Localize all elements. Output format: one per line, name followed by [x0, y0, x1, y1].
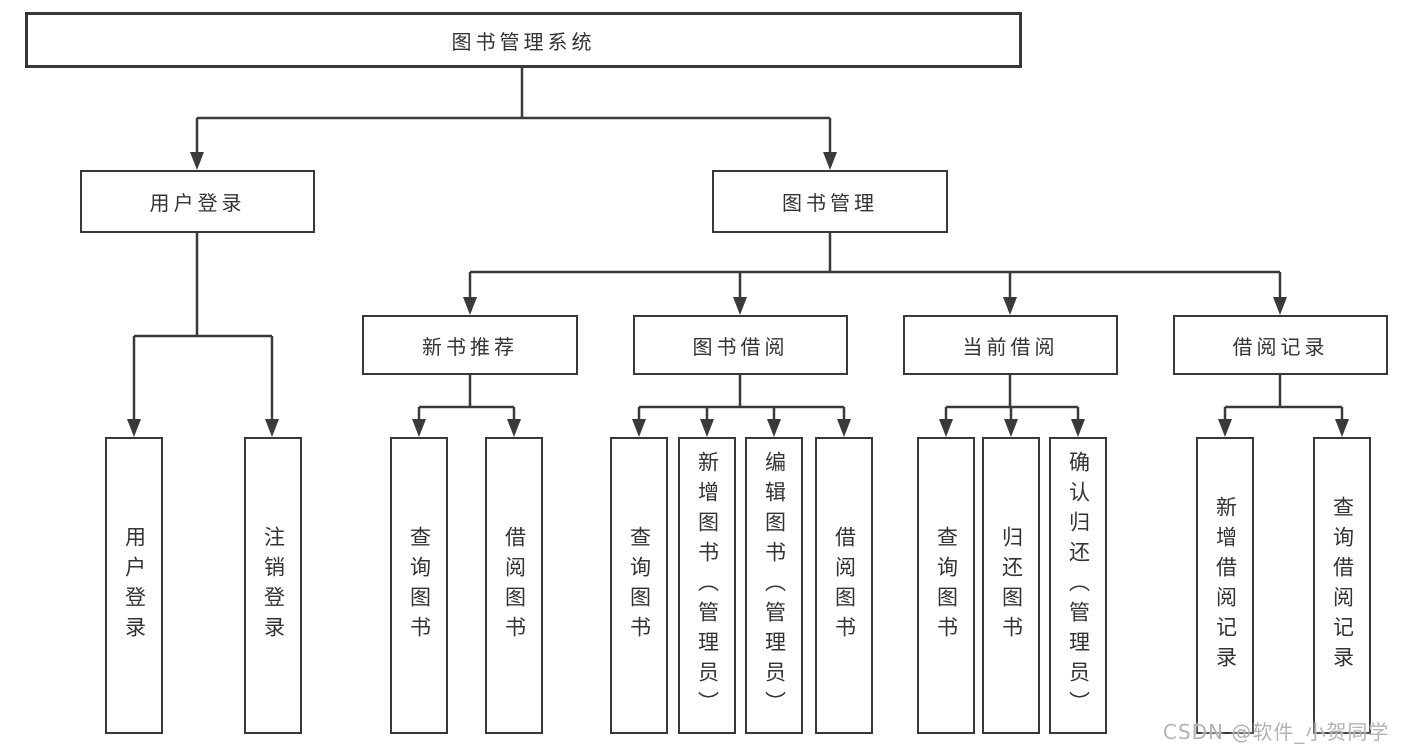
node-label: 借阅图书: [502, 525, 527, 646]
node-label: 查询图书: [627, 525, 652, 646]
node-label: 确认归还（管理员）: [1066, 450, 1091, 721]
node-label: 当前借阅: [962, 334, 1059, 359]
leaf-confirm-return-admin: 确认归还（管理员）: [1049, 437, 1107, 734]
node-borrowing-records: 借阅记录: [1173, 315, 1388, 375]
leaf-add-books-admin: 新增图书（管理员）: [678, 437, 736, 734]
leaf-query-borrow-record: 查询借阅记录: [1313, 437, 1371, 734]
node-label: 查询图书: [934, 525, 959, 646]
node-label: 借阅图书: [832, 525, 857, 646]
leaf-borrow-books-1: 借阅图书: [485, 437, 543, 734]
node-label: 新增借阅记录: [1213, 495, 1238, 676]
node-label: 新书推荐: [422, 334, 518, 359]
node-book-management-branch: 图书管理: [712, 170, 948, 233]
leaf-query-books-3: 查询图书: [917, 437, 975, 734]
node-label: 用户登录: [122, 525, 147, 646]
leaf-add-borrow-record: 新增借阅记录: [1196, 437, 1254, 734]
node-label: 编辑图书（管理员）: [762, 450, 787, 721]
node-label: 图书管理系统: [451, 29, 596, 54]
leaf-return-books: 归还图书: [982, 437, 1040, 734]
node-label: 借阅记录: [1232, 334, 1329, 359]
leaf-user-login: 用户登录: [105, 437, 163, 734]
csdn-watermark: CSDN @软件_小贺同学: [1163, 720, 1390, 744]
leaf-borrow-books-2: 借阅图书: [815, 437, 873, 734]
node-library-management-system: 图书管理系统: [25, 12, 1022, 68]
node-new-book-recommendation: 新书推荐: [362, 315, 578, 375]
node-label: 新增图书（管理员）: [695, 450, 720, 721]
node-user-login-branch: 用户登录: [80, 170, 315, 233]
node-current-borrowing: 当前借阅: [903, 315, 1118, 375]
node-label: 用户登录: [149, 191, 246, 215]
node-label: 图书借阅: [692, 334, 789, 359]
node-label: 归还图书: [999, 525, 1024, 646]
node-book-borrowing: 图书借阅: [633, 315, 848, 375]
node-label: 查询借阅记录: [1330, 495, 1355, 676]
node-label: 注销登录: [261, 525, 286, 646]
leaf-logout: 注销登录: [244, 437, 302, 734]
leaf-query-books-2: 查询图书: [610, 437, 668, 734]
leaf-query-books-1: 查询图书: [390, 437, 448, 734]
node-label: 图书管理: [782, 191, 878, 215]
leaf-edit-books-admin: 编辑图书（管理员）: [745, 437, 803, 734]
node-label: 查询图书: [407, 525, 432, 646]
